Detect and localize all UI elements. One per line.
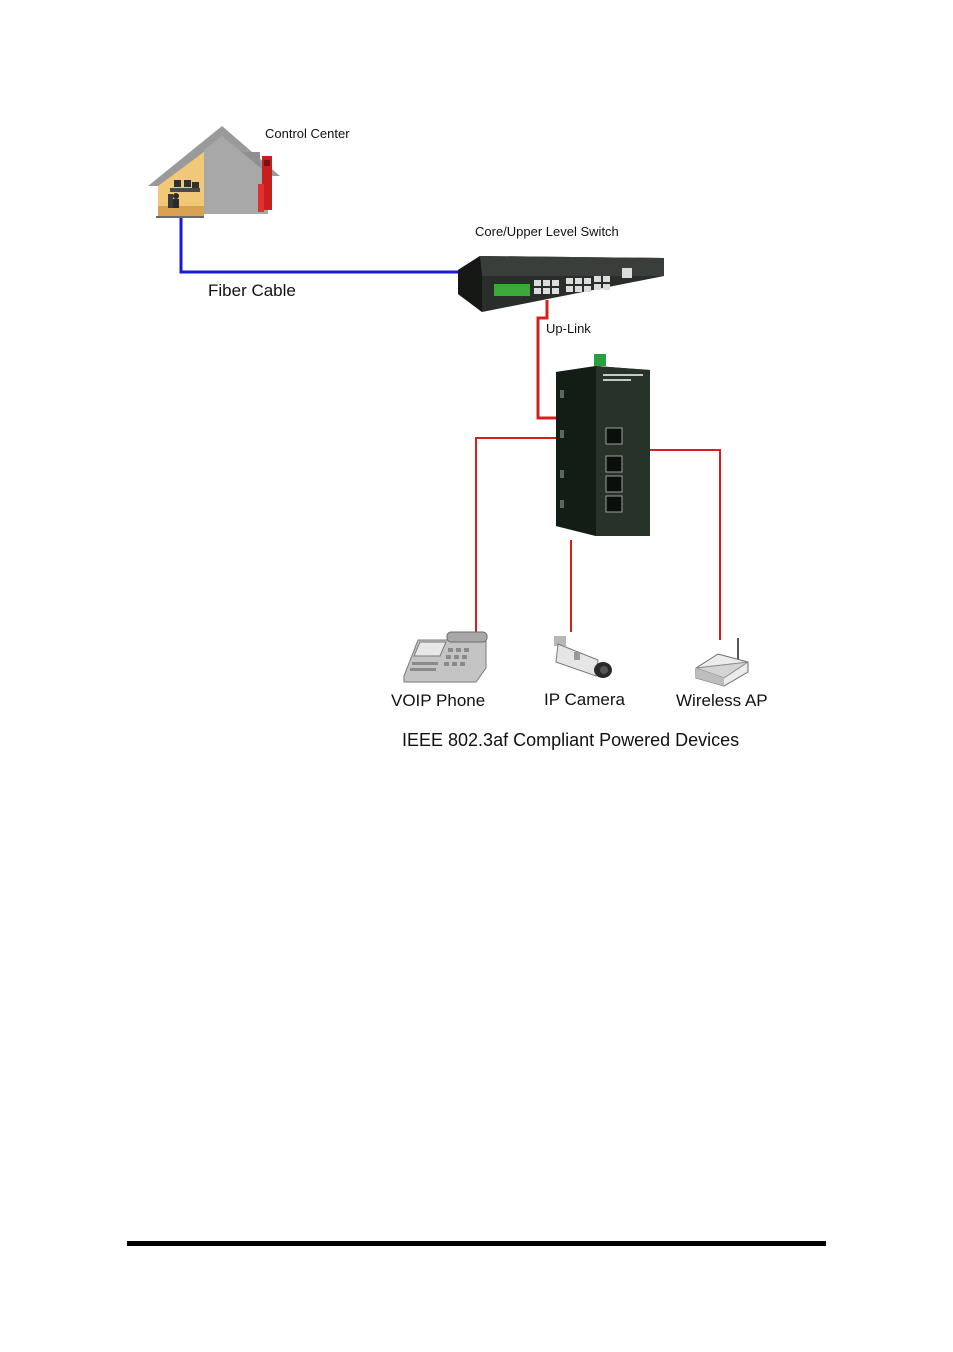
fiber-cable-label: Fiber Cable <box>208 281 296 301</box>
control-center-label: Control Center <box>265 126 350 141</box>
uplink-label: Up-Link <box>546 321 591 336</box>
core-switch-label: Core/Upper Level Switch <box>475 224 619 239</box>
industrial-switch-icon <box>556 354 650 536</box>
powered-devices-caption: IEEE 802.3af Compliant Powered Devices <box>402 730 739 751</box>
voip-phone-label: VOIP Phone <box>391 691 485 711</box>
uplink-cable-line <box>538 300 556 418</box>
wireless-ap-label: Wireless AP <box>676 691 768 711</box>
rack-switch-icon <box>458 256 664 312</box>
desk-phone-icon <box>404 632 487 682</box>
fiber-cable-line <box>181 218 462 272</box>
wireless-router-icon <box>696 638 748 686</box>
cctv-camera-icon <box>554 636 612 678</box>
footer-rule <box>127 1241 826 1246</box>
house-cutaway-icon <box>148 126 280 218</box>
ap-cable-line <box>647 450 720 640</box>
ip-camera-label: IP Camera <box>544 690 625 710</box>
phone-cable-line <box>476 438 556 632</box>
